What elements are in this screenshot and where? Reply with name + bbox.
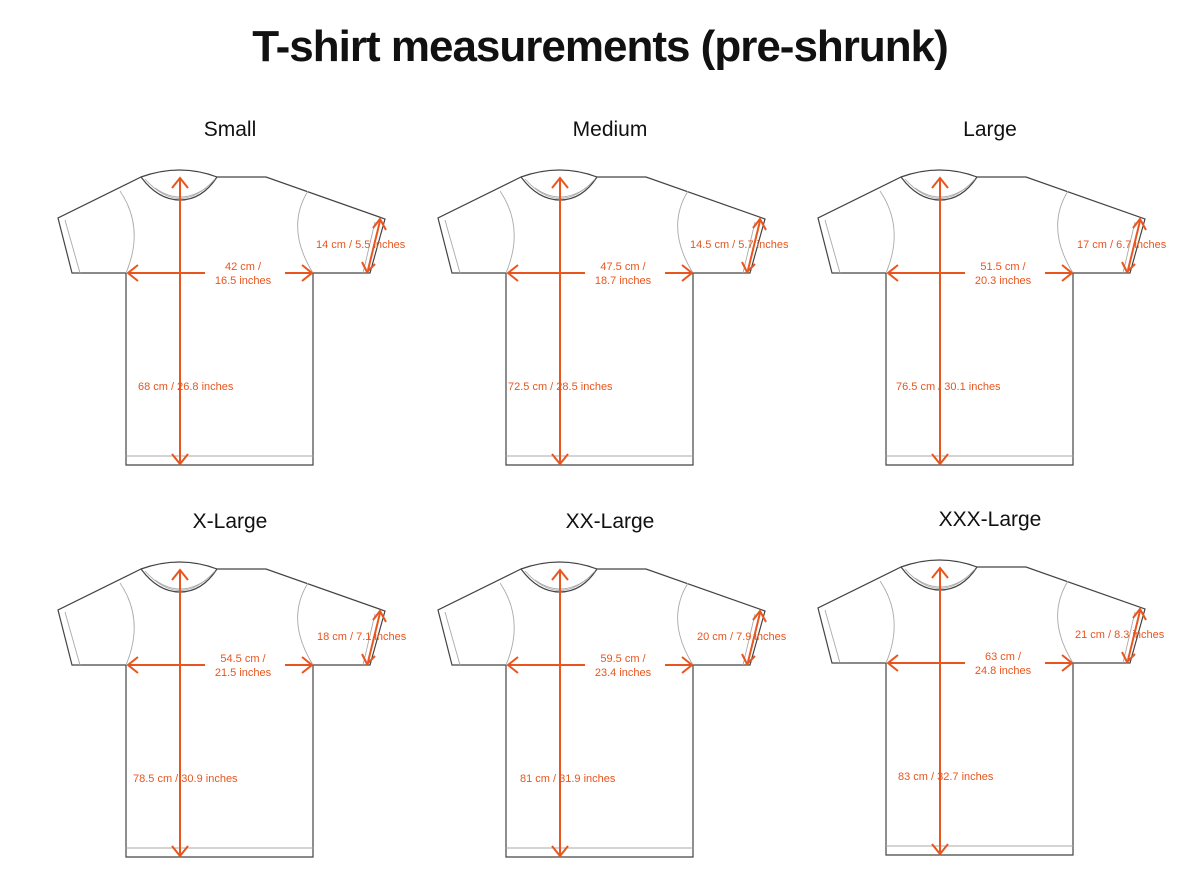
length-measurement: 78.5 cm / 30.9 inches [133, 773, 238, 785]
length-measurement: 83 cm / 32.7 inches [898, 771, 994, 783]
chest-inches: 16.5 inches [214, 275, 272, 287]
tshirt-diagram-icon [57, 169, 387, 466]
chest-cm: 54.5 cm / [220, 653, 266, 665]
size-name: XX-Large [565, 510, 655, 533]
sleeve-measurement: 14 cm / 5.5 inches [316, 239, 406, 251]
sleeve-measurement: 20 cm / 7.9 inches [697, 631, 787, 643]
size-panel-x-large: X-Large 54.5 cm / 21.5 inches 78.5 cm / … [40, 510, 420, 880]
size-name: Small [203, 118, 257, 141]
length-measurement: 81 cm / 31.9 inches [520, 773, 616, 785]
chest-inches: 21.5 inches [214, 667, 272, 679]
size-panel-small: Small 42 cm / 16.5 inches 68 cm / 26 [40, 118, 420, 488]
sleeve-measurement: 21 cm / 8.3 inches [1075, 629, 1165, 641]
length-measurement: 72.5 cm / 28.5 inches [508, 381, 613, 393]
chest-cm: 47.5 cm / [600, 261, 646, 273]
length-measurement: 68 cm / 26.8 inches [138, 381, 234, 393]
sleeve-measurement: 14.5 cm / 5.7 inches [690, 239, 789, 251]
tshirt-diagram-icon [437, 169, 767, 466]
chest-cm: 42 cm / [224, 261, 262, 273]
chest-inches: 18.7 inches [594, 275, 652, 287]
sleeve-measurement: 17 cm / 6.7 inches [1077, 239, 1167, 251]
chest-cm: 51.5 cm / [980, 261, 1026, 273]
chest-cm: 59.5 cm / [600, 653, 646, 665]
size-panel-large: Large 51.5 cm / 20.3 inches 76.5 cm / 30… [800, 118, 1180, 488]
size-name: Medium [572, 118, 648, 141]
size-name: Large [963, 118, 1017, 141]
size-panel-medium: Medium 47.5 cm / 18.7 inches 72.5 cm / 2… [420, 118, 800, 488]
tshirt-diagram-icon [817, 559, 1147, 856]
size-panel-xx-large: XX-Large 59.5 cm / 23.4 inches 81 cm / 3… [420, 510, 800, 880]
sleeve-measurement: 18 cm / 7.1 inches [317, 631, 407, 643]
size-name: X-Large [192, 510, 268, 533]
size-panel-xxx-large: XXX-Large 63 cm / 24.8 inches 83 cm / 32… [800, 508, 1180, 878]
chest-inches: 24.8 inches [974, 665, 1032, 677]
tshirt-diagram-icon [437, 561, 767, 858]
chest-cm: 63 cm / [984, 651, 1022, 663]
tshirt-diagram-icon [57, 561, 387, 858]
size-name: XXX-Large [938, 508, 1042, 531]
page-title: T-shirt measurements (pre-shrunk) [252, 22, 949, 71]
tshirt-diagram-icon [817, 169, 1147, 466]
length-measurement: 76.5 cm / 30.1 inches [896, 381, 1001, 393]
chest-inches: 23.4 inches [594, 667, 652, 679]
chest-inches: 20.3 inches [974, 275, 1032, 287]
